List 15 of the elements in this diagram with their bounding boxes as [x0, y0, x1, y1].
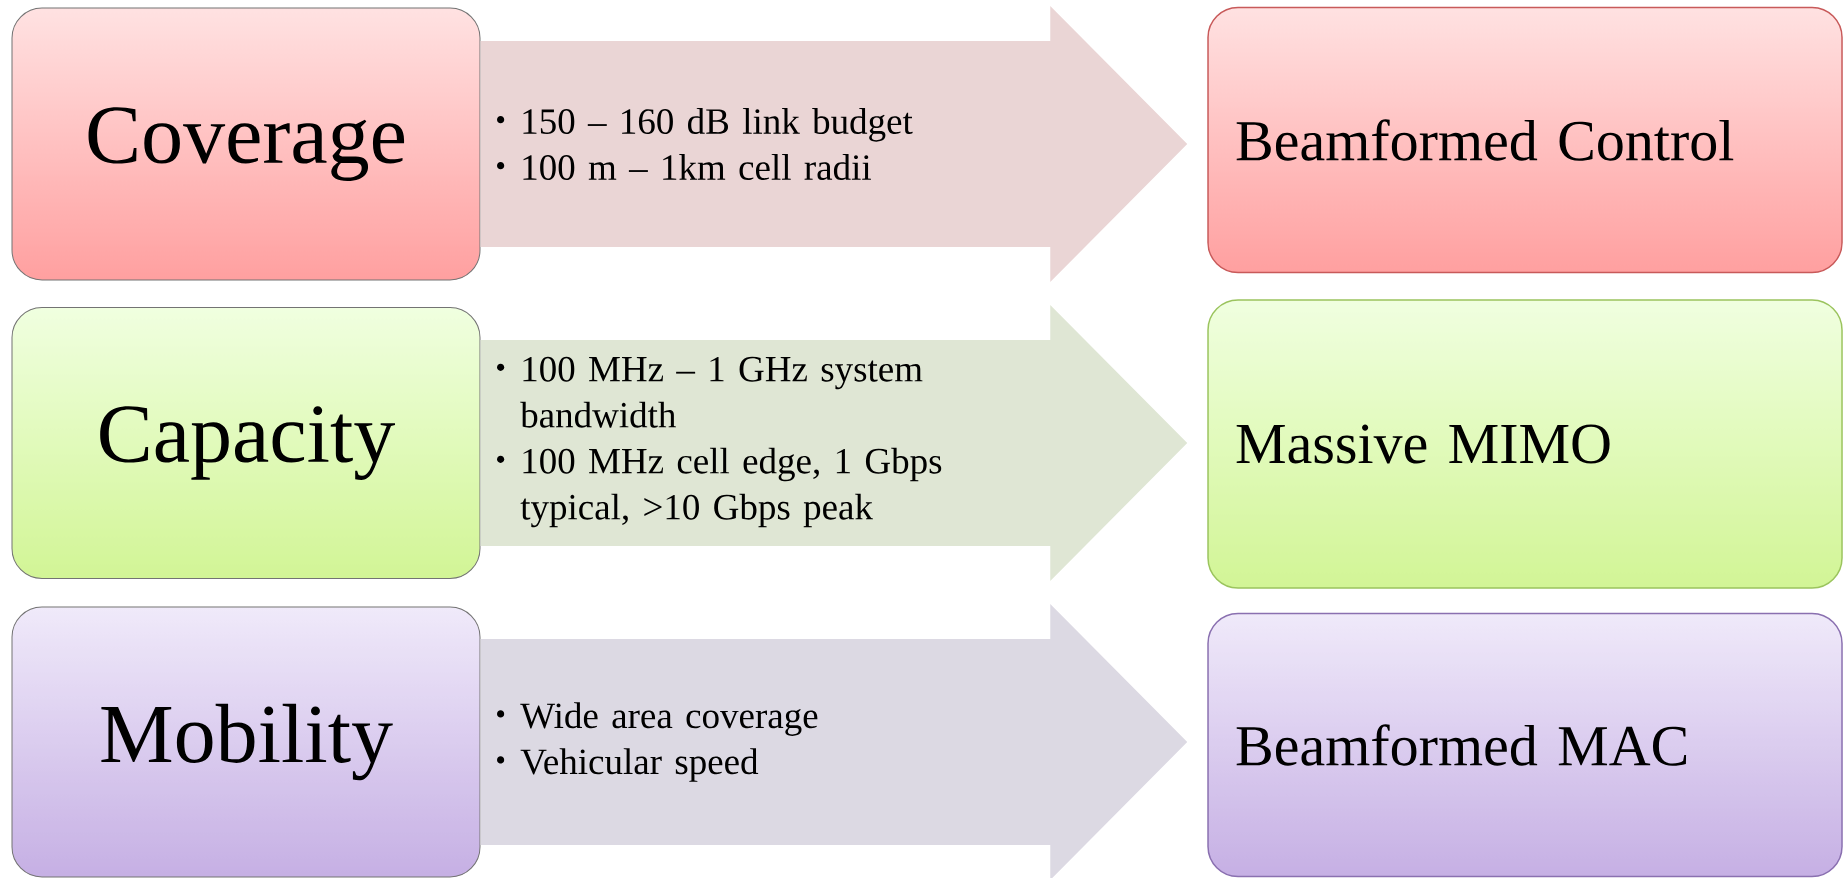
category-box: Capacity — [11, 307, 481, 579]
category-box: Coverage — [11, 7, 481, 281]
block-arrow — [480, 604, 1188, 878]
bullet-item: 100 m – 1km cell radii — [523, 154, 871, 180]
bullet-item: Wide area coverage — [520, 702, 818, 736]
bullet-item: 100 MHz – 1 GHz system bandwidth — [520, 356, 923, 428]
bullet-item: 150 – 160 dB link budget — [523, 108, 913, 142]
solution-box: Beamformed MAC — [1207, 612, 1843, 878]
solution-box: Massive MIMO — [1207, 299, 1843, 589]
block-arrow — [480, 6, 1188, 282]
solution-box: Beamformed Control — [1207, 6, 1843, 274]
bullet-item: Vehicular speed — [520, 748, 759, 782]
bullet-item: 100 MHz cell edge, 1 Gbps typical, >10 Gbps peak — [520, 447, 942, 528]
block-arrow — [480, 305, 1188, 581]
category-box: Mobility — [11, 606, 481, 878]
